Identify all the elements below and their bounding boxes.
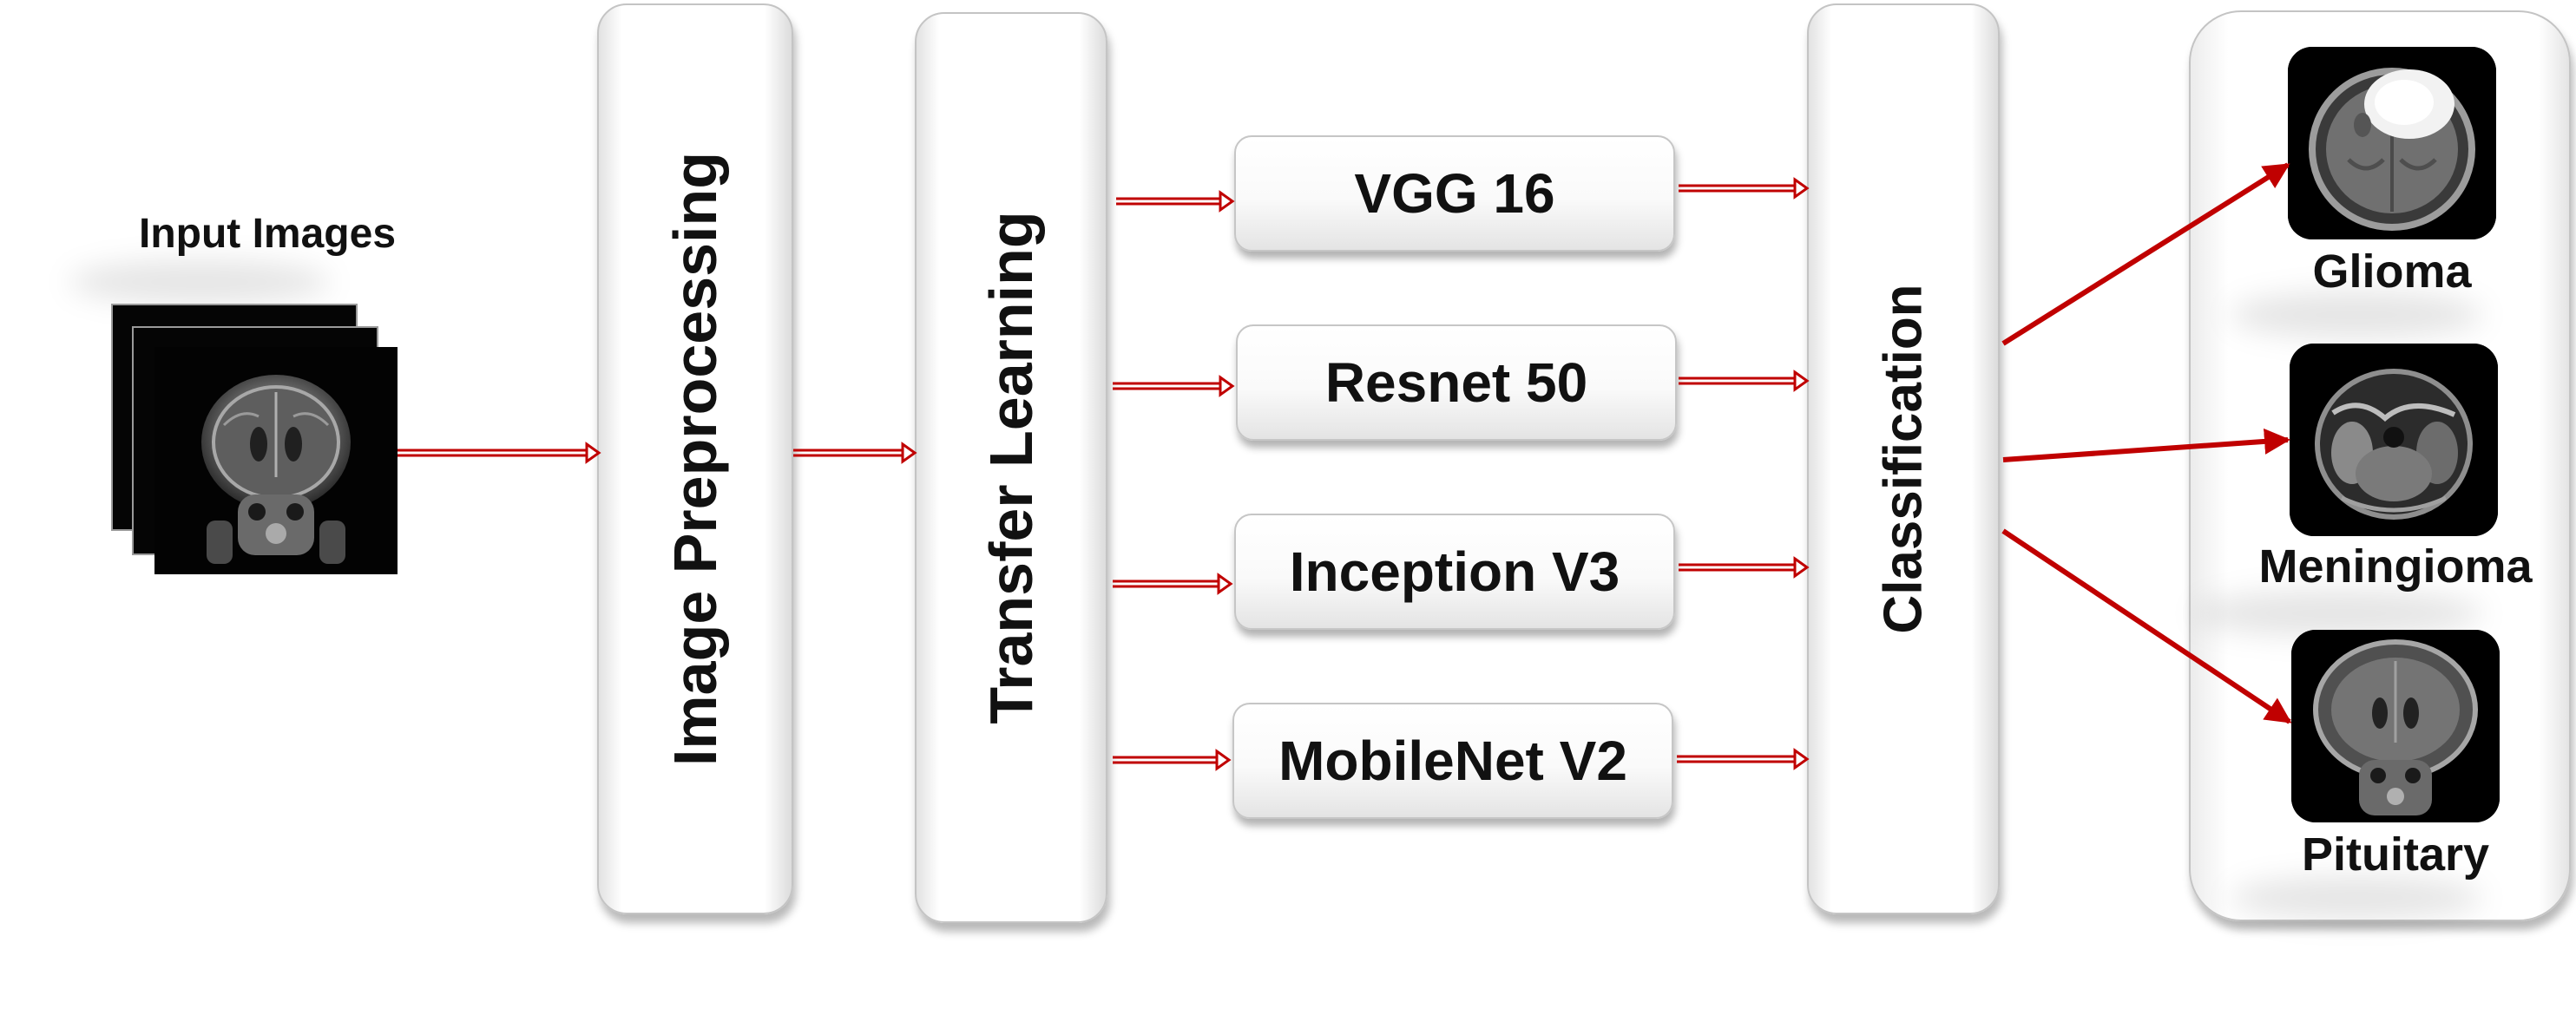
arrow-transfer-to-resnet50 [1113, 375, 1235, 397]
class-label-meningioma: Meningioma [2258, 540, 2533, 593]
arrow-resnet50-to-classification [1679, 370, 1810, 392]
transfer-learning-box: Transfer Learning [915, 12, 1107, 923]
class-label-pituitary: Pituitary [2301, 828, 2490, 881]
class-label-glioma: Glioma [2312, 246, 2472, 298]
meningioma-image [2290, 344, 2498, 536]
model-box-inception-v3: Inception V3 [1234, 514, 1675, 630]
output-shadow-2 [2196, 590, 2482, 637]
arrow-classification-to-pituitary [2001, 528, 2292, 724]
arrow-transfer-to-inceptionv3 [1113, 573, 1233, 595]
input-image-front [154, 347, 398, 574]
model-box-resnet50: Resnet 50 [1236, 324, 1677, 441]
arrow-input-to-preprocessing [398, 442, 601, 464]
arrow-transfer-to-mobilenetv2 [1113, 749, 1232, 771]
arrow-vgg16-to-classification [1679, 177, 1810, 200]
input-images-label: Input Images [138, 211, 397, 257]
title-shadow [69, 260, 330, 304]
brain-mri-meningioma-icon [2290, 344, 2498, 536]
arrow-classification-to-glioma [2001, 162, 2290, 346]
model-box-vgg16: VGG 16 [1234, 135, 1675, 252]
brain-mri-pituitary-icon [2291, 630, 2500, 822]
brain-mri-coronal-icon [154, 347, 398, 574]
glioma-image [2288, 47, 2496, 239]
arrow-mobilenetv2-to-classification [1677, 748, 1810, 770]
classification-box: Classification [1807, 3, 2000, 914]
output-shadow-3 [2231, 876, 2482, 920]
output-shadow-1 [2231, 291, 2482, 338]
brain-mri-glioma-icon [2288, 47, 2496, 239]
arrow-transfer-to-vgg16 [1116, 190, 1235, 213]
model-box-mobilenet-v2: MobileNet V2 [1232, 703, 1673, 819]
image-preprocessing-box: Image Preprocessing [597, 3, 793, 914]
pituitary-image [2291, 630, 2500, 822]
arrow-classification-to-meningioma [2002, 428, 2290, 462]
arrow-preprocessing-to-transfer [793, 442, 917, 464]
arrow-inceptionv3-to-classification [1679, 556, 1810, 579]
